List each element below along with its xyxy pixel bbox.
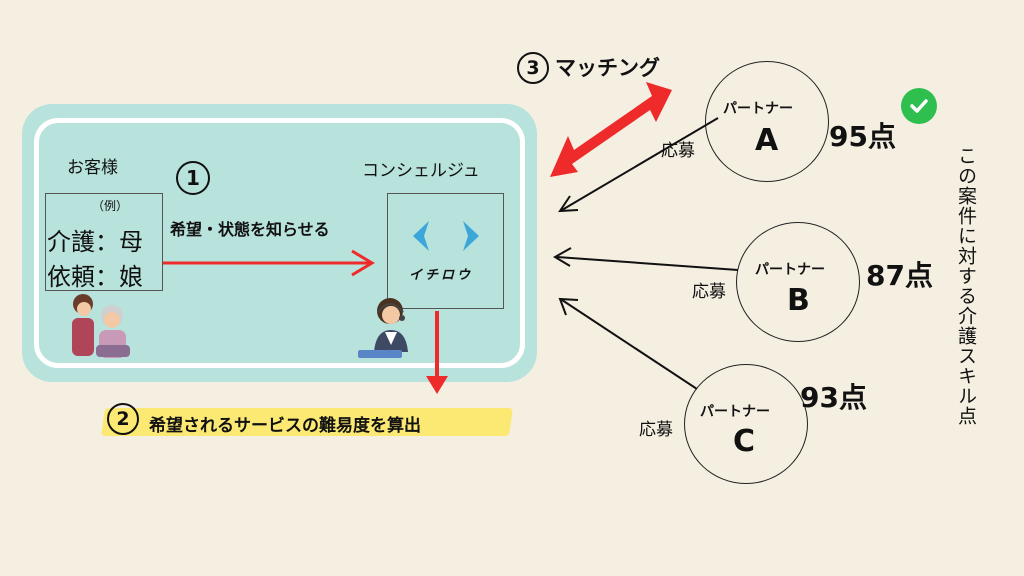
example-label: （例） [92, 199, 129, 213]
partner-c-apply: 応募 [639, 420, 673, 440]
partner-b-letter: B [787, 283, 810, 318]
partner-c-title: パートナー [700, 404, 770, 420]
request-label: 依頼：娘 [47, 263, 143, 291]
partner-b-score: 87点 [866, 259, 933, 292]
logo-text: イチロウ [409, 268, 474, 283]
apply-arrow-b [553, 247, 739, 271]
partner-c-circle [684, 364, 808, 484]
care-label: 介護：母 [47, 228, 143, 256]
partner-a-apply: 応募 [661, 141, 695, 161]
operator-headset-icon [358, 298, 408, 358]
customer-label: お客様 [67, 158, 118, 178]
partner-a-title: パートナー [723, 101, 793, 117]
step1-arrow [163, 249, 375, 277]
partner-a-letter: A [755, 123, 779, 158]
partner-a-circle [705, 61, 829, 182]
check-circle-icon [901, 88, 937, 124]
step3-label: マッチング [555, 56, 660, 80]
partner-c-score: 93点 [800, 381, 867, 414]
concierge-box [387, 193, 504, 309]
concierge-label: コンシェルジュ [362, 161, 480, 181]
elderly-mother-daughter-icon [72, 294, 130, 358]
partner-b-circle [736, 222, 860, 342]
partner-b-title: パートナー [755, 262, 825, 278]
step2-number: 2 [107, 403, 139, 435]
apply-arrow-a [558, 117, 719, 213]
step1-label: 希望・状態を知らせる [170, 220, 330, 239]
partner-a-score: 95点 [829, 120, 896, 153]
step2-label: 希望されるサービスの難易度を算出 [149, 416, 421, 436]
apply-arrow-c [558, 297, 698, 390]
skill-score-note: この案件に対する介護スキル点 [955, 146, 977, 426]
customer-box [45, 193, 163, 291]
step2-arrow [426, 311, 448, 394]
step1-number: 1 [176, 161, 210, 195]
partner-c-letter: C [733, 424, 756, 459]
partner-b-apply: 応募 [692, 282, 726, 302]
ichirou-logo-icon [413, 221, 479, 251]
step3-number: 3 [517, 52, 549, 84]
matching-double-arrow [550, 82, 672, 177]
